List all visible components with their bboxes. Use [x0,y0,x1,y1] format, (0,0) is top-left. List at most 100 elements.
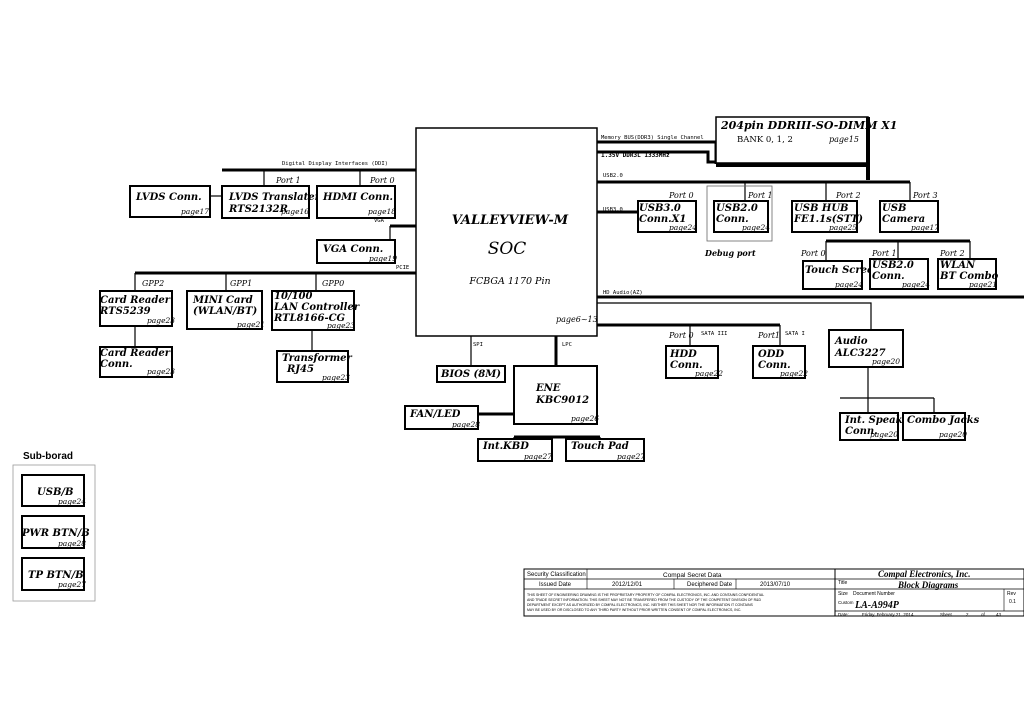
hdmi-conn-page: page18 [368,207,396,216]
usb20-conn2-label: USB2.0 [872,260,914,271]
audio-chip: ALC3227 [834,348,886,359]
odd-label: ODD [758,349,784,360]
fan-led-label: FAN/LED [409,409,461,420]
pcie-label: PCIE [396,265,409,271]
docnum-label: Document Number [853,591,895,597]
usb30-label: USB3.0 [603,207,623,213]
transformer-block: Transformer RJ45 page23 [276,350,353,383]
vga-conn-page: page19 [369,254,397,263]
security-value: Compal Secret Data [663,572,722,579]
mini-card-label: MINI Card [192,295,253,306]
soc-name: VALLEYVIEW-M [452,213,569,228]
usb20-conn2-sub: Conn. [872,271,905,282]
memory-title: 204pin DDRIII-SO-DIMM X1 [720,119,897,132]
combo-jacks-block: Combo Jacks page20 [902,412,980,441]
wlan-page: page21 [969,280,997,289]
usb20-conn-label: USB2.0 [716,203,758,214]
ene-kbc-block: ENE KBC9012 page26 [513,365,599,425]
int-speaker-page: page20 [870,430,898,439]
usb20b-port-label: Port 1 [871,249,897,258]
disclaimer-line-4: MAY BE USED BY OR DISCLOSED TO ANY THIRD… [527,608,741,612]
gpp2-label: GPP2 [142,279,164,288]
int-kbd-page: page27 [524,452,552,461]
memory-bank: BANK 0, 1, 2 [737,135,793,145]
sheet-label: Sheet [940,612,953,617]
card-reader-block: Card Reader RTS5239 page23 [99,290,175,327]
card-reader-conn-label2: Conn. [100,359,133,370]
audio-block: Audio ALC3227 page20 [828,329,904,368]
int-speaker-block: Int. Speaker Conn. page20 [839,412,915,441]
bios-block: BIOS (8M) [436,365,506,383]
transformer-label: Transformer [282,353,353,364]
memory-bus-label: Memory BUS(DDR3) Single Channel [601,135,704,141]
date-label: Date: [838,612,849,617]
lan-speed: 10/100 [274,291,312,302]
spi-label: SPI [473,342,483,348]
memory-page: page15 [829,135,859,144]
soc-page: page6~13 [556,315,598,324]
hdd-conn-block: HDD Conn. page22 [665,345,723,379]
touch-screen-label: Touch Screen [805,265,881,276]
of-label: of [981,612,986,617]
title-label: Title [838,580,847,586]
docnum-value: LA-A994P [854,600,900,611]
touch-port-label: Port 0 [800,249,826,258]
touch-pad-label: Touch Pad [571,441,629,452]
hdd-page: page22 [695,369,723,378]
usb-b-page: page24 [58,497,86,506]
usb20-conn2-block: USB2.0 Conn. page24 [869,258,930,290]
issued-value: 2012/12/01 [612,582,643,588]
touch-screen-block: Touch Screen page24 [802,260,881,290]
usb20-port-label: Port 1 [747,191,773,200]
usb-hub-block: USB HUB FE1.1s(STT) page25 [791,200,863,233]
subboard-panel: Sub-borad USB/B page24 PWR BTN/B page28 … [12,451,96,602]
usb20-conn-page: page24 [742,223,770,232]
bios-label: BIOS (8M) [440,369,501,380]
memory-block: 204pin DDRIII-SO-DIMM X1 BANK 0, 1, 2 pa… [601,116,897,180]
card-reader-conn-page: page23 [147,367,175,376]
usb-hub-label: USB HUB [794,203,849,214]
vga-conn-label: VGA Conn. [323,244,383,255]
combo-jacks-label: Combo Jacks [907,415,980,426]
soc-type: SOC [488,239,527,259]
card-reader-conn-block: Card Reader Conn. page23 [99,346,175,378]
odd-conn-block: ODD Conn. page22 [752,345,808,379]
hdd-sub: Conn. [670,360,703,371]
port-labels: Port 1 Port 0 Port 0 Port 1 Port 2 Port … [142,176,965,340]
gpp1-label: GPP1 [230,279,252,288]
int-kbd-label: Int.KBD [482,441,529,452]
combo-jacks-page: page20 [939,430,967,439]
of-value: 43 [996,612,1002,617]
hub-port-label: Port 2 [835,191,861,200]
vga-conn-block: VGA Conn. page19 [316,239,397,264]
rev-label: Rev [1007,591,1016,597]
size-label: Size [838,591,848,597]
debug-port-label: Debug port [704,248,756,258]
hdmi-conn-block: HDMI Conn. page18 [316,185,396,219]
lvds-conn-block: LVDS Conn. page17 [129,185,211,218]
lan-chip: RTL8166-CG [273,313,346,324]
usb-b-label: USB/B [37,487,74,498]
int-kbd-block: Int.KBD page27 [477,438,553,462]
ddi-label: Digital Display Interfaces (DDI) [282,161,388,167]
hdmi-port-label: Port 0 [369,176,395,185]
lvds-translater-block: LVDS Translater RTS2132R page16 [221,185,321,219]
hdmi-conn-label: HDMI Conn. [322,192,393,203]
hdd-port-label: Port 0 [668,331,694,340]
touch-pad-page: page27 [617,452,645,461]
sata3-label: SATA III [701,331,728,337]
fan-led-page: page28 [452,420,480,429]
usb20-conn2-page: page24 [902,280,930,289]
transformer-page: page23 [322,373,350,382]
usb-hub-page: page25 [829,223,857,232]
touch-screen-page: page24 [835,280,863,289]
pwr-btn-label: PWR BTN/B [21,528,90,539]
memory-voltage-label: 1.35V DDR3L 1333MHz [601,152,670,159]
subboard-title: Sub-borad [23,451,73,462]
date-value: Friday, February 21, 2014 [862,612,914,617]
tp-btn-page: page27 [58,580,86,589]
kbc-chip: KBC9012 [535,395,589,406]
odd-sub: Conn. [758,360,791,371]
lvds-translater-label: LVDS Translater [228,192,321,203]
